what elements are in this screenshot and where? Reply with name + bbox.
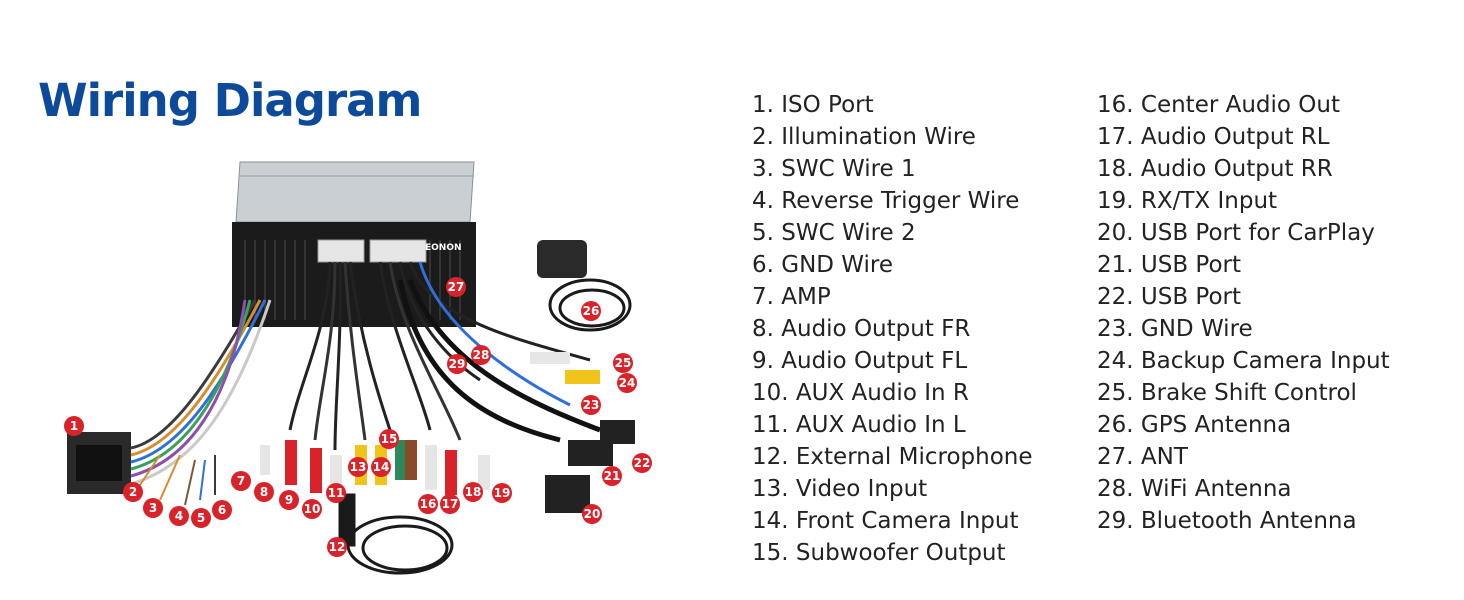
- legend-item: 27. ANT: [1097, 444, 1188, 470]
- legend-column-1: 1. ISO Port 2. Illumination Wire 3. SWC …: [752, 89, 1033, 569]
- svg-text:5: 5: [197, 511, 205, 525]
- badge-2: 2: [123, 482, 143, 502]
- badge-1: 1: [64, 416, 84, 436]
- badge-7: 7: [231, 471, 251, 491]
- legend-item: 29. Bluetooth Antenna: [1097, 508, 1357, 534]
- legend-item: 17. Audio Output RL: [1097, 124, 1330, 150]
- badge-26: 26: [581, 301, 601, 321]
- svg-text:1: 1: [70, 419, 78, 433]
- svg-text:20: 20: [584, 507, 601, 521]
- iso-connector: [67, 432, 131, 494]
- svg-text:23: 23: [583, 398, 600, 412]
- badge-28: 28: [471, 345, 491, 365]
- badge-8: 8: [254, 482, 274, 502]
- badge-10: 10: [302, 499, 322, 519]
- badge-18: 18: [463, 482, 483, 502]
- legend-item: 16. Center Audio Out: [1097, 92, 1340, 118]
- svg-text:8: 8: [260, 485, 268, 499]
- legend-item: 14. Front Camera Input: [752, 508, 1019, 534]
- svg-text:26: 26: [583, 304, 600, 318]
- badge-12: 12: [327, 537, 347, 557]
- badge-5: 5: [191, 508, 211, 528]
- svg-text:12: 12: [329, 540, 346, 554]
- svg-text:10: 10: [304, 502, 321, 516]
- svg-text:22: 22: [634, 456, 651, 470]
- svg-text:29: 29: [449, 357, 466, 371]
- brand-logo: EONON: [425, 243, 462, 253]
- badge-22: 22: [632, 453, 652, 473]
- iso-wire-bundle: [130, 299, 272, 506]
- legend-item: 25. Brake Shift Control: [1097, 380, 1357, 406]
- svg-text:25: 25: [615, 356, 632, 370]
- legend-item: 11. AUX Audio In L: [752, 412, 966, 438]
- svg-text:11: 11: [328, 486, 345, 500]
- svg-text:19: 19: [494, 486, 511, 500]
- badge-6: 6: [212, 500, 232, 520]
- legend-item: 12. External Microphone: [752, 444, 1033, 470]
- legend-item: 10. AUX Audio In R: [752, 380, 969, 406]
- svg-text:17: 17: [442, 497, 459, 511]
- legend-item: 18. Audio Output RR: [1097, 156, 1333, 182]
- legend-item: 4. Reverse Trigger Wire: [752, 188, 1020, 214]
- legend-item: 3. SWC Wire 1: [752, 156, 916, 182]
- legend-item: 1. ISO Port: [752, 92, 874, 118]
- svg-text:27: 27: [448, 280, 465, 294]
- badge-23: 23: [581, 395, 601, 415]
- legend-item: 24. Backup Camera Input: [1097, 348, 1390, 374]
- legend-item: 9. Audio Output FL: [752, 348, 968, 374]
- diagram-title: Wiring Diagram: [38, 74, 422, 127]
- badge-15: 15: [379, 429, 399, 449]
- legend-item: 26. GPS Antenna: [1097, 412, 1292, 438]
- gps-antenna: [537, 240, 632, 332]
- svg-text:15: 15: [381, 432, 398, 446]
- badge-20: 20: [582, 504, 602, 524]
- legend-item: 6. GND Wire: [752, 252, 894, 278]
- svg-text:16: 16: [420, 497, 437, 511]
- badge-19: 19: [492, 483, 512, 503]
- badge-16: 16: [418, 494, 438, 514]
- badge-25: 25: [613, 353, 633, 373]
- legend-item: 5. SWC Wire 2: [752, 220, 916, 246]
- badge-27: 27: [446, 277, 466, 297]
- badge-29: 29: [447, 354, 467, 374]
- legend-item: 23. GND Wire: [1097, 316, 1253, 342]
- svg-text:3: 3: [149, 501, 157, 515]
- legend-item: 20. USB Port for CarPlay: [1097, 220, 1375, 246]
- svg-text:24: 24: [619, 376, 636, 390]
- svg-text:4: 4: [175, 509, 183, 523]
- head-unit: EONON: [232, 161, 476, 327]
- legend-column-2: 16. Center Audio Out 17. Audio Output RL…: [1097, 89, 1390, 537]
- svg-text:7: 7: [237, 474, 245, 488]
- legend-item: 19. RX/TX Input: [1097, 188, 1278, 214]
- legend-item: 2. Illumination Wire: [752, 124, 976, 150]
- legend-item: 8. Audio Output FR: [752, 316, 971, 342]
- svg-text:28: 28: [473, 348, 490, 362]
- svg-text:2: 2: [129, 485, 137, 499]
- legend-item: 28. WiFi Antenna: [1097, 476, 1292, 502]
- badge-14: 14: [371, 457, 391, 477]
- microphone-cable: [338, 493, 454, 575]
- legend-item: 13. Video Input: [752, 476, 928, 502]
- legend-item: 22. USB Port: [1097, 284, 1242, 310]
- badge-4: 4: [169, 506, 189, 526]
- badge-9: 9: [279, 490, 299, 510]
- usb-connectors: [530, 352, 635, 513]
- svg-text:18: 18: [465, 485, 482, 499]
- legend-item: 7. AMP: [752, 284, 831, 310]
- svg-text:21: 21: [604, 469, 621, 483]
- badge-3: 3: [143, 498, 163, 518]
- wiring-illustration: EONON: [64, 161, 652, 575]
- legend-item: 21. USB Port: [1097, 252, 1242, 278]
- badge-13: 13: [348, 457, 368, 477]
- badge-11: 11: [326, 483, 346, 503]
- svg-text:6: 6: [218, 503, 226, 517]
- svg-text:13: 13: [350, 460, 367, 474]
- svg-text:9: 9: [285, 493, 293, 507]
- number-badges: 1 2 3 4 5 6 7 8 9 10 11 12 13 14 15 16 1…: [64, 277, 652, 557]
- badge-17: 17: [440, 494, 460, 514]
- legend-item: 15. Subwoofer Output: [752, 540, 1006, 566]
- badge-21: 21: [602, 466, 622, 486]
- badge-24: 24: [617, 373, 637, 393]
- svg-text:14: 14: [373, 460, 390, 474]
